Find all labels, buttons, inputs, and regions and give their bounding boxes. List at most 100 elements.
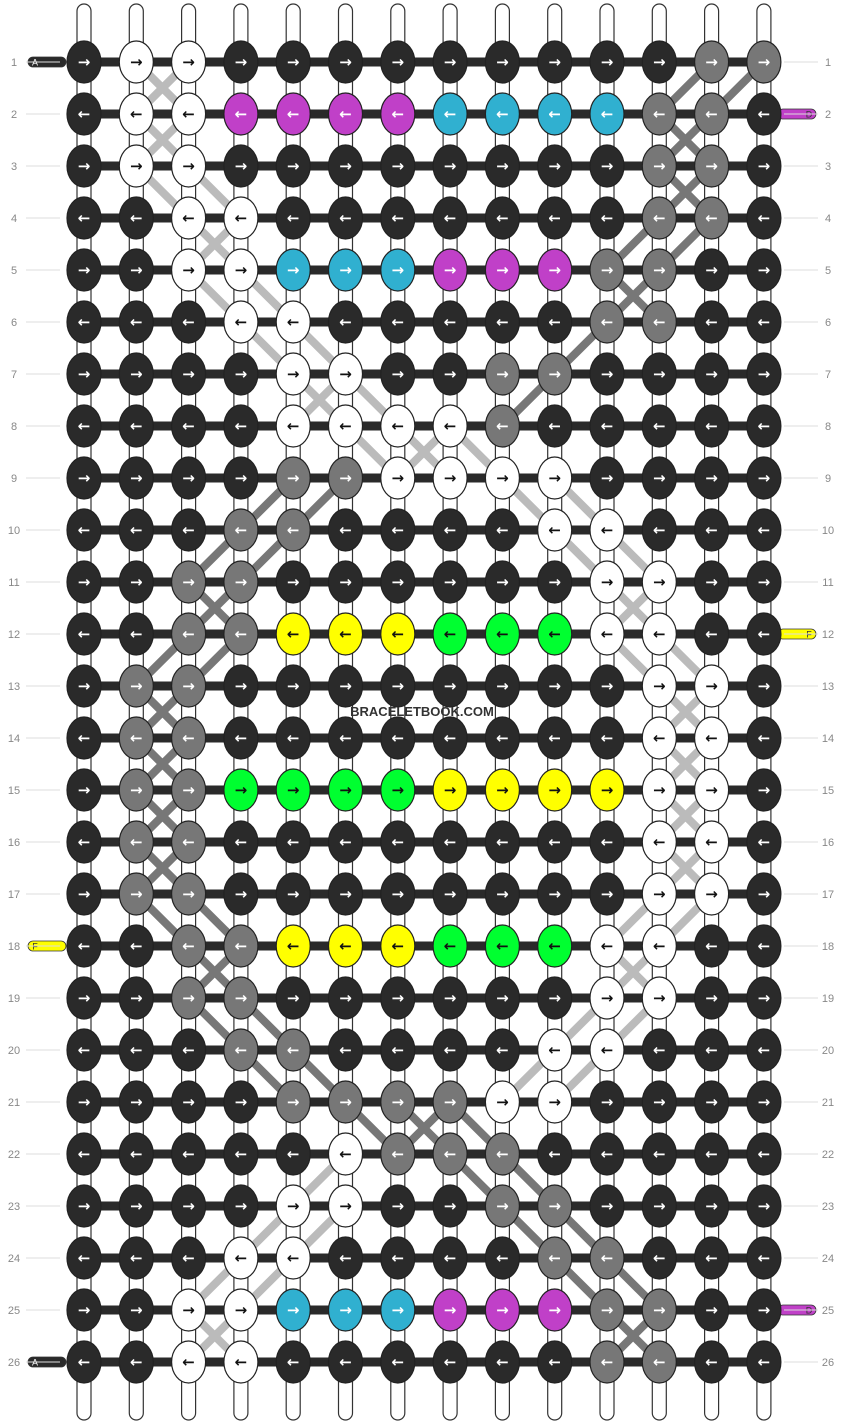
knot — [484, 664, 520, 708]
knot-arrow: ← — [653, 417, 666, 435]
knot-arrow: → — [130, 989, 143, 1007]
knot — [223, 1288, 259, 1332]
knot-arrow: ← — [235, 1041, 248, 1059]
knot-arrow: → — [392, 885, 405, 903]
knot — [380, 768, 416, 812]
knot-arrow: → — [130, 677, 143, 695]
knot-arrow: ← — [705, 209, 718, 227]
knot — [693, 1236, 730, 1280]
knot — [66, 612, 102, 656]
knot-arrow: → — [182, 781, 195, 799]
knot-arrow: ← — [182, 1353, 195, 1371]
knot — [484, 1236, 520, 1280]
knot — [432, 872, 468, 916]
knot-arrow: → — [339, 157, 352, 175]
knot — [589, 664, 625, 708]
knot-arrow: → — [78, 1093, 91, 1111]
knot-arrow: ← — [653, 729, 666, 747]
knot-arrow: ← — [653, 1249, 666, 1267]
row-number-right: 19 — [822, 993, 834, 1005]
row-number-right: 20 — [822, 1045, 834, 1057]
knot — [275, 196, 311, 240]
knot — [327, 144, 364, 188]
knot — [484, 508, 520, 552]
knot — [327, 664, 364, 708]
row-number-right: 23 — [822, 1201, 834, 1213]
knot-arrow: → — [496, 261, 509, 279]
knot — [380, 820, 416, 864]
knot-arrow: ← — [601, 937, 614, 955]
knot — [171, 820, 207, 864]
knot — [693, 248, 730, 292]
knot-arrow: → — [78, 573, 91, 591]
row-number-right: 1 — [825, 57, 831, 69]
knot-arrow: → — [182, 53, 195, 71]
row-number-right: 7 — [825, 369, 831, 381]
knot-arrow: ← — [182, 833, 195, 851]
knot-arrow: ← — [496, 833, 509, 851]
knot-arrow: ← — [548, 105, 561, 123]
knot-arrow: ← — [601, 1353, 614, 1371]
knot-arrow: → — [653, 157, 666, 175]
knot — [537, 404, 573, 448]
knot-arrow: → — [339, 677, 352, 695]
knot-arrow: → — [601, 989, 614, 1007]
knot — [432, 40, 468, 84]
knot — [641, 976, 677, 1020]
knot-arrow: → — [392, 573, 405, 591]
knot — [275, 92, 311, 136]
knot — [432, 820, 468, 864]
knot — [118, 40, 154, 84]
row-number-left: 5 — [11, 265, 17, 277]
knot-arrow: ← — [705, 833, 718, 851]
knot — [693, 352, 730, 396]
knot — [223, 508, 259, 552]
knot-arrow: ← — [78, 417, 91, 435]
knot-arrow: ← — [182, 729, 195, 747]
knot — [641, 144, 677, 188]
knot-arrow: ← — [130, 1353, 143, 1371]
knot — [171, 508, 207, 552]
knot — [171, 404, 207, 448]
row-number-left: 24 — [8, 1253, 20, 1265]
knot-arrow: → — [496, 989, 509, 1007]
knot — [746, 872, 782, 916]
knot — [537, 716, 573, 760]
knot — [537, 508, 573, 552]
knot — [641, 924, 677, 968]
knot — [66, 872, 102, 916]
knot-arrow: → — [339, 781, 352, 799]
knot-arrow: → — [78, 1197, 91, 1215]
knot — [223, 92, 259, 136]
row-number-left: 25 — [8, 1305, 20, 1317]
knot — [118, 1236, 154, 1280]
knot — [223, 820, 259, 864]
knot-arrow: → — [653, 1301, 666, 1319]
knot — [432, 768, 468, 812]
knot-arrow: → — [339, 885, 352, 903]
knot — [171, 560, 207, 604]
knot — [66, 456, 102, 500]
knot — [693, 560, 730, 604]
knot-arrow: → — [758, 1301, 771, 1319]
knot-arrow: → — [496, 53, 509, 71]
knot — [118, 1340, 154, 1384]
knot-arrow: ← — [548, 521, 561, 539]
knot — [746, 1340, 782, 1384]
knot — [537, 1184, 573, 1228]
knot-arrow: ← — [705, 937, 718, 955]
knot-arrow: ← — [130, 313, 143, 331]
knot — [484, 300, 520, 344]
knot — [537, 820, 573, 864]
knot — [484, 40, 520, 84]
knot-arrow: ← — [182, 1249, 195, 1267]
knot-arrow: → — [235, 677, 248, 695]
row-number-left: 6 — [11, 317, 17, 329]
knot — [746, 976, 782, 1020]
knot-arrow: → — [182, 157, 195, 175]
knot-arrow: → — [705, 1301, 718, 1319]
knot-arrow: → — [496, 781, 509, 799]
knot-arrow: → — [235, 261, 248, 279]
knot — [432, 1288, 468, 1332]
